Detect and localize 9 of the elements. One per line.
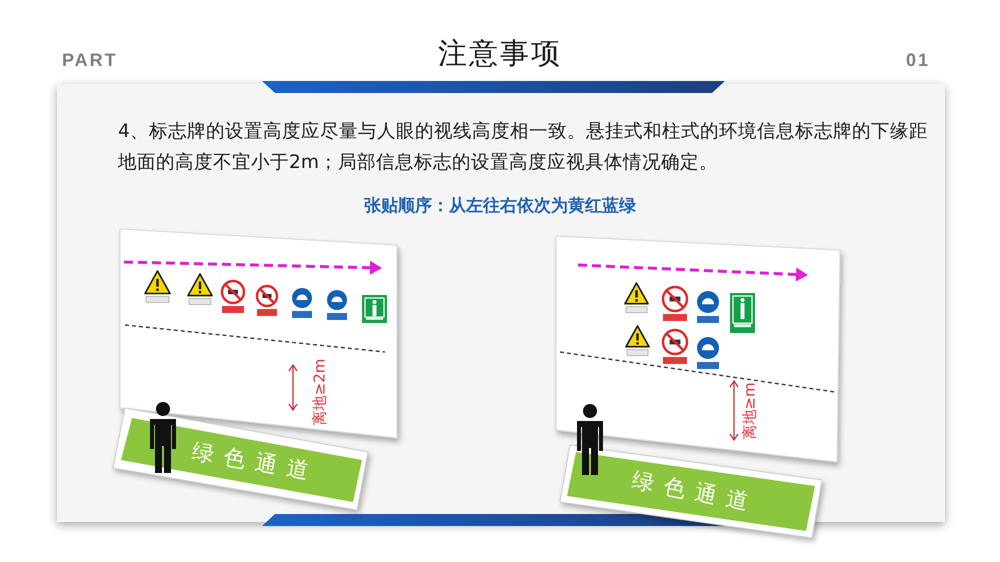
section-label: PART: [62, 50, 118, 71]
height-label: 离地≥m: [740, 382, 760, 440]
height-label: 离地≥2m: [310, 358, 330, 426]
body-text: 4、标志牌的设置高度应尽量与人眼的视线高度相一致。悬挂式和柱式的环境信息标志牌的下缘距地面的高度不宜小于2m；局部信息标志的设置高度应视具体情况确定。: [118, 120, 929, 175]
floor-marking-text: 绿色通道: [629, 467, 761, 519]
subtitle: 张贴顺序：从左往右依次为黄红蓝绿: [364, 195, 636, 217]
floor-marking-text: 绿色通道: [189, 438, 321, 488]
slide-title: 注意事项: [438, 35, 562, 72]
section-number: 01: [906, 50, 930, 71]
